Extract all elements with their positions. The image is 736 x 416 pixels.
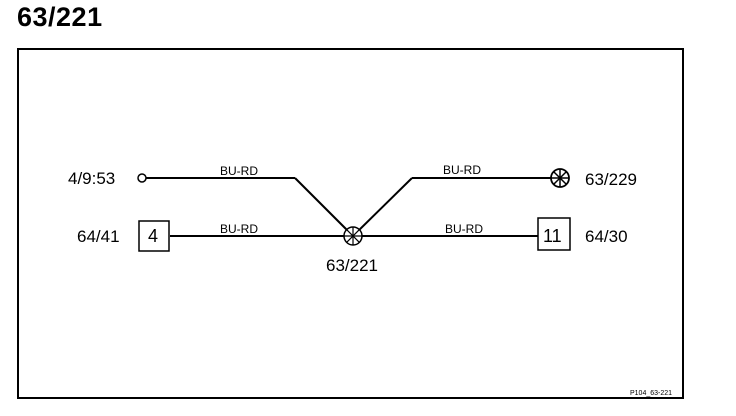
pin-number-right: 11	[543, 226, 562, 246]
connector-label-right-bottom: 64/30	[585, 227, 628, 246]
open-terminal-icon	[137, 173, 147, 183]
diagram-frame	[17, 48, 684, 399]
wire-color-right-top: BU-RD	[443, 163, 481, 177]
connector-label-right-top: 63/229	[585, 170, 637, 189]
splice-icon	[343, 226, 363, 246]
drawing-reference: P104_63-221	[630, 390, 672, 397]
pin-number-left: 4	[148, 226, 158, 246]
splice-label: 63/221	[326, 256, 378, 275]
pin-box-right	[537, 217, 571, 251]
page-title: 63/221	[17, 2, 103, 32]
wire-color-right-bottom: BU-RD	[445, 222, 483, 236]
connector-label-left-bottom: 64/41	[77, 227, 120, 246]
wire-right-top-diagonal	[352, 177, 413, 237]
ground-splice-icon	[550, 168, 570, 188]
pin-box-left	[138, 220, 170, 252]
wire-color-left-bottom: BU-RD	[220, 222, 258, 236]
connector-label-left-top: 4/9:53	[68, 169, 115, 188]
wire-color-left-top: BU-RD	[220, 164, 258, 178]
wire-left-top-diagonal	[294, 177, 354, 237]
